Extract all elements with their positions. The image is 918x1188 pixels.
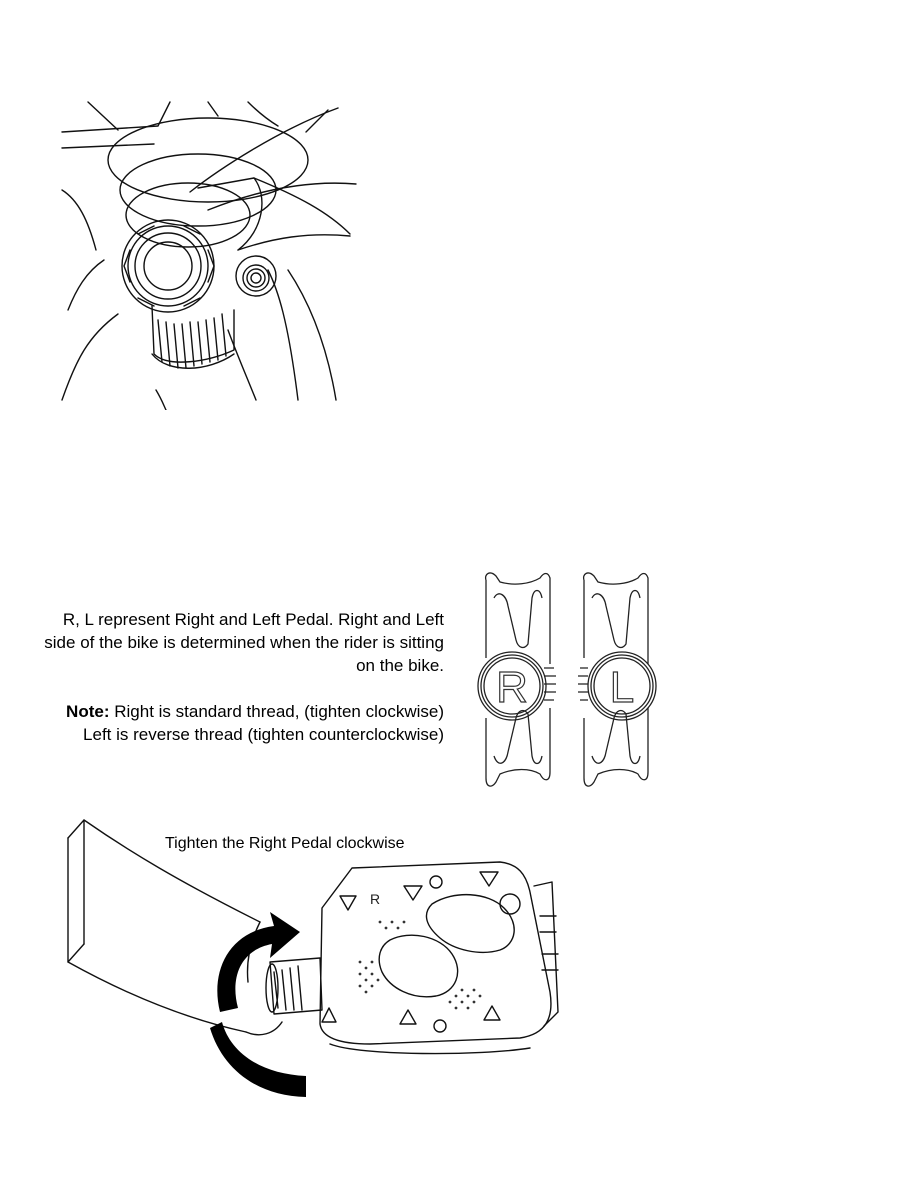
note-right-line: Note: Right is standard thread, (tighten…: [40, 700, 444, 723]
note-right-text: Right is standard thread, (tighten clock…: [114, 702, 444, 721]
note-left-line: Left is reverse thread (tighten counterc…: [83, 725, 444, 744]
pedal-side-text: R, L represent Right and Left Pedal. Rig…: [44, 610, 444, 675]
left-pedal-letter: L: [610, 663, 634, 712]
right-left-pedals-illustration: R L: [477, 572, 657, 787]
pedal-r-mark: R: [370, 891, 380, 907]
note-label: Note:: [66, 702, 110, 721]
crank-arm-illustration: [61, 101, 357, 410]
tighten-caption: Tighten the Right Pedal clockwise: [165, 835, 405, 852]
clockwise-arrow-bottom: [210, 1022, 306, 1097]
clockwise-arrow-top: [217, 912, 300, 1012]
pedal-side-description: R, L represent Right and Left Pedal. Rig…: [40, 608, 444, 677]
thread-note: Note: Right is standard thread, (tighten…: [40, 700, 444, 746]
tighten-pedal-illustration: R: [67, 819, 559, 1097]
right-pedal-letter: R: [496, 663, 528, 712]
